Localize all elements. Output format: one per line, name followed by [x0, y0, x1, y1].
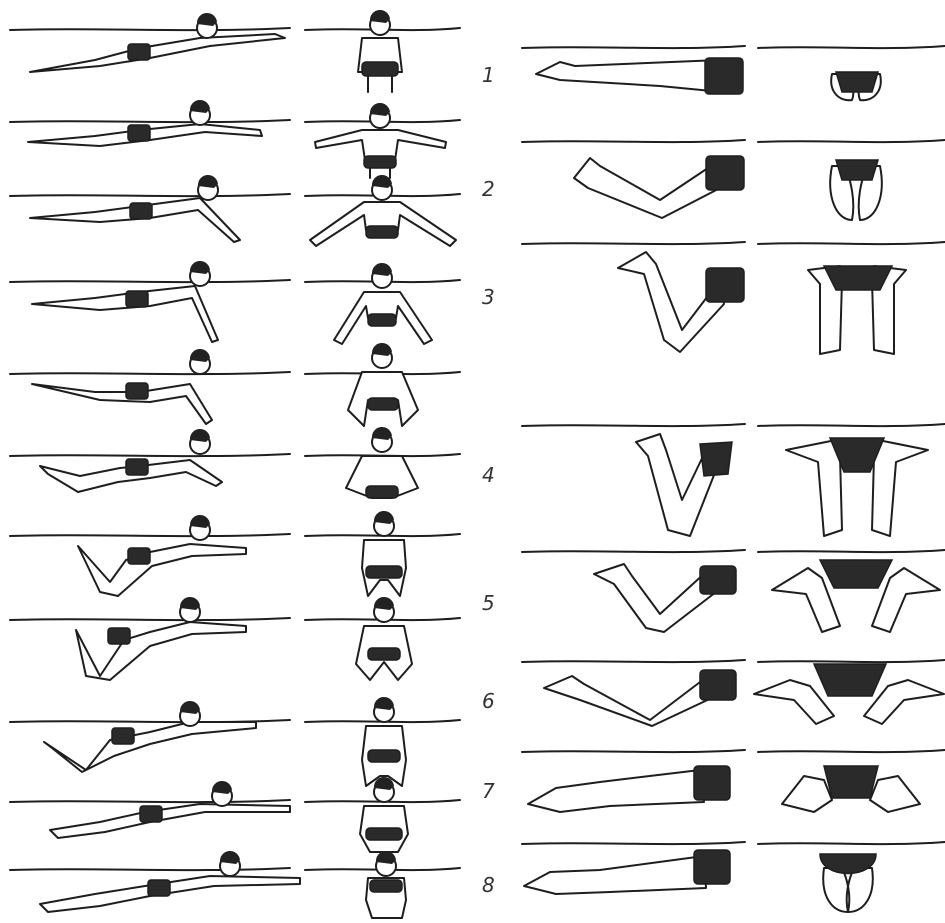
- whole-stroke-sequence: [10, 10, 460, 918]
- front-view-frame-1: [305, 10, 460, 92]
- front-view-frame-10: [305, 777, 460, 852]
- leg-side-view-3: [522, 242, 745, 352]
- leg-rear-view-7: [758, 750, 945, 812]
- leg-rear-view-2: [758, 140, 945, 220]
- side-view-frame-6: [10, 429, 290, 492]
- front-view-frame-6: [305, 427, 460, 498]
- front-view-frame-5: [305, 343, 460, 426]
- phase-label-5: 5: [482, 591, 495, 615]
- leg-side-view-4: [522, 424, 745, 536]
- side-view-frame-5: [10, 349, 290, 424]
- side-view-frame-10: [10, 781, 290, 838]
- front-view-frame-11: [305, 851, 460, 918]
- leg-rear-view-3: [758, 242, 945, 354]
- leg-side-view-8: [522, 842, 745, 894]
- phase-label-6: 6: [482, 689, 495, 713]
- leg-rear-view-6: [754, 660, 945, 724]
- leg-side-view-1: [522, 46, 745, 94]
- side-view-frame-1: [10, 13, 290, 72]
- front-view-frame-4: [305, 263, 460, 344]
- leg-rear-view-1: [758, 46, 945, 100]
- side-view-frame-2: [10, 100, 290, 146]
- front-view-frame-3: [305, 175, 460, 246]
- phase-label-1: 1: [482, 63, 495, 87]
- side-view-frame-11: [10, 851, 300, 912]
- phase-label-4: 4: [482, 463, 495, 487]
- leg-rear-view-4: [758, 424, 945, 536]
- front-view-frame-7: [305, 511, 460, 596]
- leg-side-view-5: [522, 550, 745, 632]
- side-view-frame-8: [10, 597, 290, 680]
- side-view-frame-7: [10, 515, 290, 596]
- front-view-frame-2: [305, 103, 460, 178]
- side-view-frame-3: [10, 175, 290, 242]
- side-view-frame-4: [10, 261, 290, 342]
- leg-rear-view-5: [758, 550, 945, 632]
- phase-label-3: 3: [482, 285, 495, 309]
- phase-label-7: 7: [482, 779, 495, 803]
- leg-side-view-6: [522, 660, 745, 726]
- side-view-frame-9: [10, 701, 290, 772]
- leg-side-view-2: [522, 140, 745, 218]
- front-view-frame-8: [305, 597, 460, 680]
- phase-labels: 1 2 3 4 5 6 7 8: [482, 63, 495, 897]
- leg-rear-view-8: [758, 842, 945, 912]
- front-view-frame-9: [305, 697, 460, 786]
- phase-label-2: 2: [482, 177, 495, 201]
- leg-side-view-7: [522, 750, 745, 812]
- phase-label-8: 8: [482, 873, 495, 897]
- leg-kick-sequence: [522, 46, 945, 912]
